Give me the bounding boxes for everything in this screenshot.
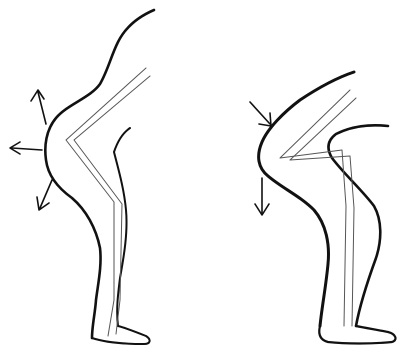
arrow-down-right-icon	[250, 102, 271, 126]
right-leg-front-contour	[329, 125, 388, 326]
left-leg-skeleton-line-2	[74, 76, 150, 334]
right-foot-contour	[319, 326, 395, 344]
left-leg-figure	[45, 10, 154, 344]
right-arrows	[250, 102, 271, 215]
left-foot-contour	[92, 326, 150, 344]
right-leg-back-contour	[259, 72, 354, 326]
right-leg-skeleton-line	[280, 90, 350, 326]
arrow-left-icon	[10, 142, 42, 154]
arrow-down-icon	[255, 178, 269, 215]
arrow-up-left-icon	[31, 90, 46, 124]
right-leg-figure	[259, 72, 396, 344]
arrow-down-left-icon	[37, 180, 52, 210]
